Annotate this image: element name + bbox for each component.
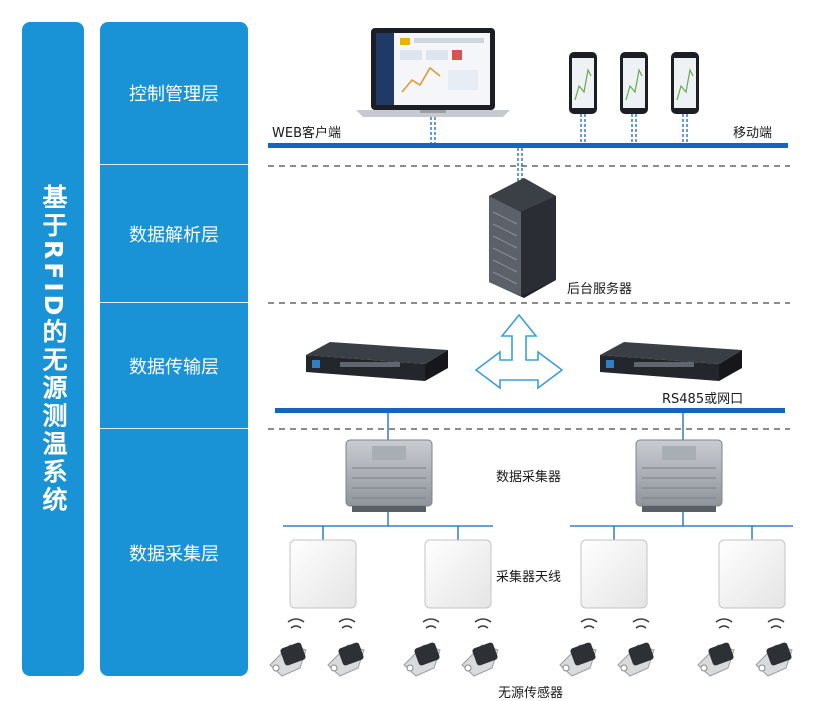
system-title: 基于RFID的无源测温系统: [39, 183, 68, 515]
sensor-label: 无源传感器: [498, 686, 564, 701]
wireless-signal-icon: [287, 618, 785, 629]
server-label: 后台服务器: [567, 282, 633, 297]
layer-divider: [100, 302, 248, 303]
transmission-bus: [275, 408, 785, 413]
collector-label: 数据采集器: [496, 470, 562, 485]
antenna-icon: [580, 539, 648, 609]
web-client-label: WEB客户端: [272, 126, 341, 141]
antenna-icon: [718, 539, 786, 609]
system-title-panel: 基于RFID的无源测温系统: [22, 22, 84, 676]
layer-column: 控制管理层 数据解析层 数据传输层 数据采集层: [100, 22, 248, 676]
collector-icon: [635, 439, 723, 512]
phone-icon: [671, 52, 699, 114]
laptop-icon: [356, 28, 510, 117]
rack-device-icon: [306, 342, 448, 381]
layer-divider: [100, 164, 248, 165]
phone-icon: [569, 52, 597, 114]
client-bus: [268, 143, 788, 148]
passive-sensor-icon: [403, 642, 441, 677]
client-connections: [430, 114, 688, 186]
antenna-icon: [424, 539, 492, 609]
passive-sensor-icon: [461, 642, 499, 677]
layer-divider: [100, 428, 248, 429]
collector-connections: [387, 413, 684, 440]
layer-data-transmission: 数据传输层: [129, 356, 219, 378]
passive-sensor-icon: [327, 642, 365, 677]
layer-control-management: 控制管理层: [129, 84, 219, 105]
interface-label: RS485或网口: [662, 392, 744, 407]
passive-sensor-icon: [617, 642, 655, 677]
layer-data-collection: 数据采集层: [129, 543, 219, 565]
antenna-connections: [283, 512, 793, 540]
phone-icon: [620, 52, 648, 114]
mobile-label: 移动端: [733, 126, 773, 141]
layer-data-parsing: 数据解析层: [129, 224, 219, 246]
passive-sensor-icon: [269, 642, 307, 677]
collector-icon: [345, 439, 433, 512]
data-flow-arrow-icon: [474, 313, 564, 390]
passive-sensor-icon: [755, 642, 793, 677]
antenna-label: 采集器天线: [496, 570, 562, 585]
server-cabinet-icon: [489, 178, 556, 298]
passive-sensor-icon: [697, 642, 735, 677]
passive-sensor-icon: [559, 642, 597, 677]
layer-boundaries: [268, 165, 790, 430]
rack-device-icon: [600, 342, 742, 381]
antenna-icon: [289, 539, 357, 609]
